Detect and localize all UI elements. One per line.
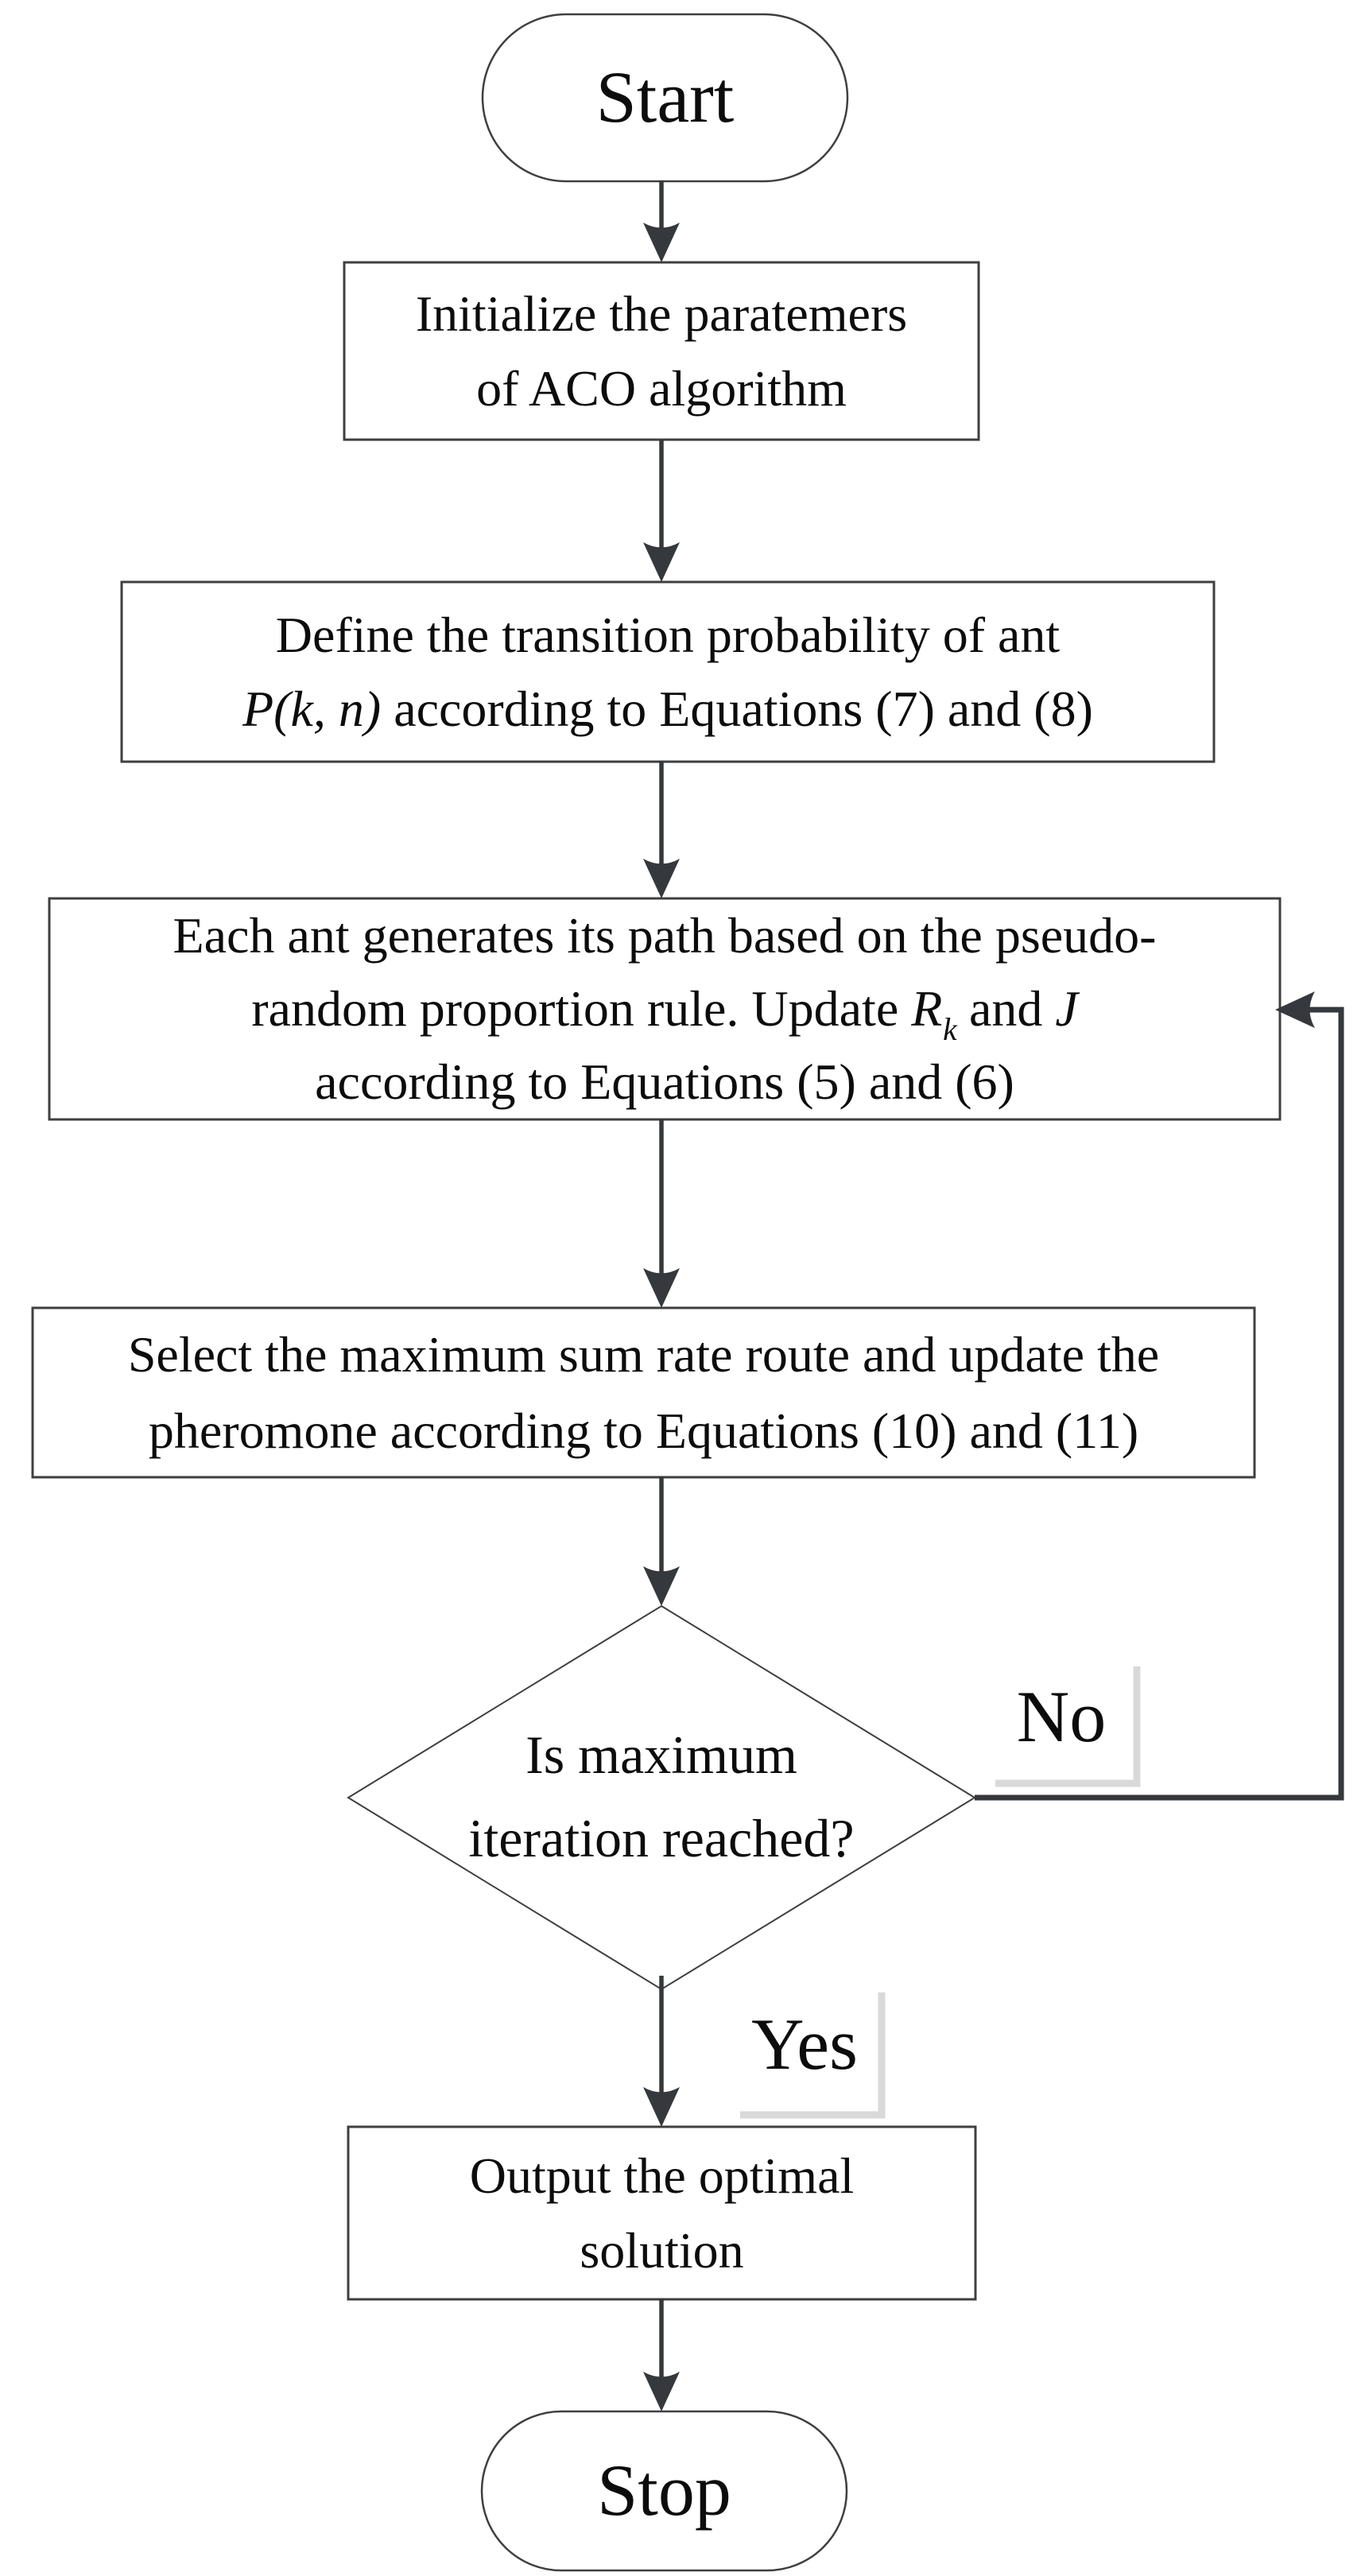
decision-node-text: Is maximum iteration reached? xyxy=(423,1686,900,1908)
generate-line2: random proportion rule. Update Rk and J xyxy=(251,972,1078,1046)
generate-r-subscript-text: k xyxy=(943,1012,957,1048)
define-math-term: P(k, n) xyxy=(242,681,382,737)
decision-line1: Is maximum xyxy=(525,1724,797,1785)
init-line2: of ACO algorithm xyxy=(476,359,847,417)
define-line2: P(k, n) according to Equations (7) and (… xyxy=(242,672,1093,746)
no-branch-label: No xyxy=(974,1671,1149,1763)
arrowhead-feedback-into-generate xyxy=(1275,991,1315,1028)
define-line2-rest: according to Equations (7) and (8) xyxy=(381,681,1093,737)
no-label-bracket xyxy=(995,1666,1141,1787)
select-process-shape xyxy=(31,1306,1256,1479)
define-line1: Define the transition probability of ant xyxy=(275,606,1061,663)
select-node-text: Select the maximum sum rate route and up… xyxy=(33,1308,1254,1477)
stop-label-text: Stop xyxy=(597,2450,731,2531)
init-node-text: Initialize the paratemers of ACO algorit… xyxy=(344,262,979,440)
define-node-text: Define the transition probability of ant… xyxy=(122,582,1214,762)
arrowhead-into-select xyxy=(643,1268,680,1308)
generate-line3: according to Equations (5) and (6) xyxy=(315,1053,1014,1111)
generate-j-var: J xyxy=(1055,980,1078,1037)
generate-process-shape xyxy=(48,897,1282,1121)
stop-terminator-shape xyxy=(480,2410,848,2572)
yes-branch-label: Yes xyxy=(717,1999,892,2091)
arrowhead-into-output xyxy=(643,2087,680,2127)
no-label-text: No xyxy=(1016,1676,1107,1758)
arrowhead-into-init xyxy=(643,223,680,262)
select-line2: pheromone according to Equations (10) an… xyxy=(148,1402,1139,1459)
yes-label-text: Yes xyxy=(751,2004,858,2085)
generate-line2-pre: random proportion rule. Update xyxy=(251,980,912,1037)
output-line2: solution xyxy=(580,2221,744,2279)
generate-r-subscript: k xyxy=(943,1012,957,1047)
generate-r-var: R xyxy=(911,980,943,1037)
edge-no-feedback-loop xyxy=(975,1007,1344,1801)
init-line1: Initialize the paratemers xyxy=(415,285,908,343)
arrowhead-into-stop xyxy=(643,2372,680,2411)
define-process-shape xyxy=(120,580,1216,763)
output-process-shape xyxy=(347,2125,977,2301)
generate-line2-mid: and xyxy=(956,980,1056,1037)
arrowhead-into-generate xyxy=(643,859,680,898)
output-line1: Output the optimal xyxy=(469,2147,855,2205)
arrowhead-into-decision xyxy=(643,1566,680,1606)
start-label-text: Start xyxy=(595,56,735,138)
select-line1: Select the maximum sum rate route and up… xyxy=(127,1325,1160,1383)
stop-node-label: Stop xyxy=(482,2411,847,2570)
yes-label-bracket xyxy=(740,1992,886,2119)
init-process-shape xyxy=(343,261,980,441)
start-node-label: Start xyxy=(483,14,847,181)
start-terminator-shape xyxy=(481,13,849,183)
generate-line1: Each ant generates its path based on the… xyxy=(173,906,1157,964)
decision-line2: iteration reached? xyxy=(468,1808,855,1868)
arrowhead-into-define xyxy=(643,542,680,582)
output-node-text: Output the optimal solution xyxy=(348,2127,975,2299)
generate-node-text: Each ant generates its path based on the… xyxy=(49,898,1280,1119)
